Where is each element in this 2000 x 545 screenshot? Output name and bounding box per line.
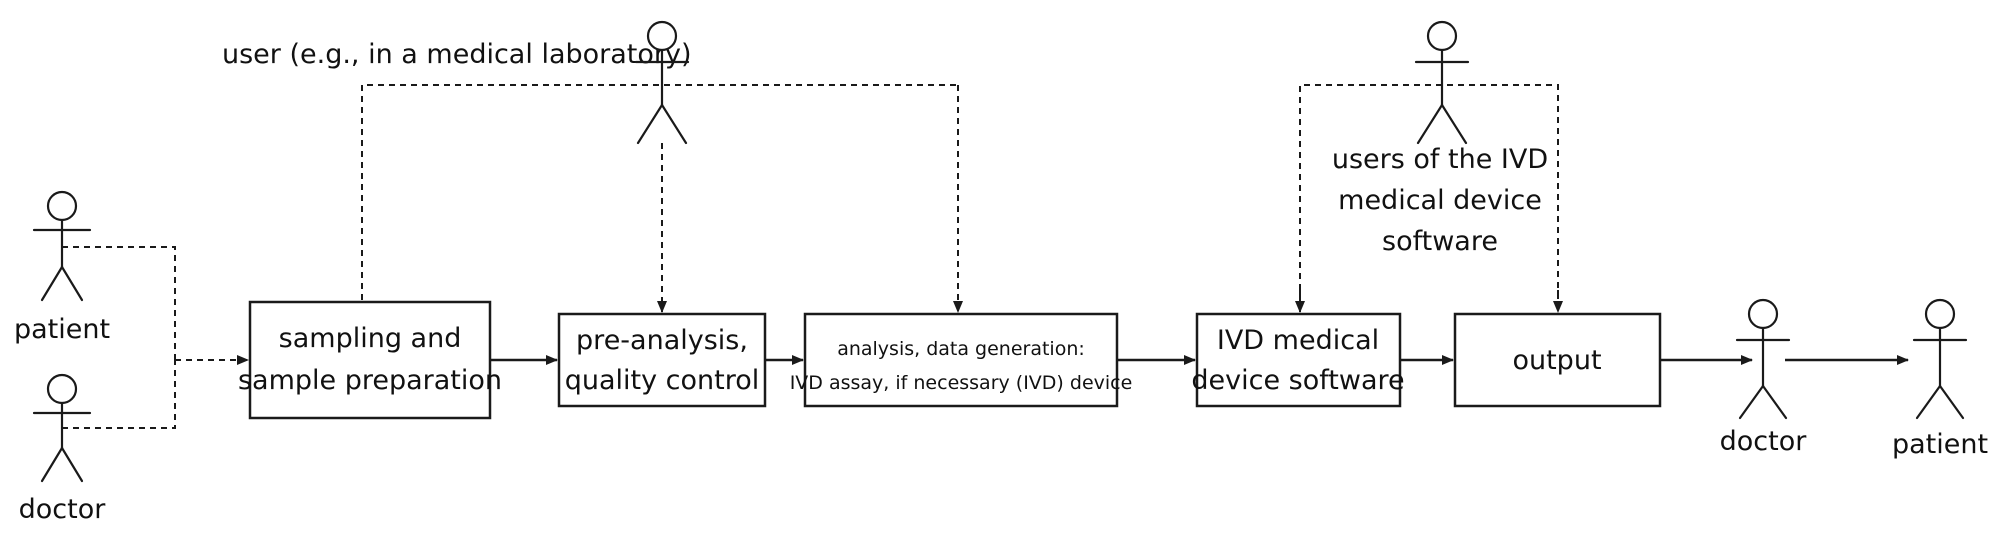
patient-right-label: patient <box>1892 429 1988 460</box>
actor-lab-user: user (e.g., in a medical laboratory) <box>222 20 692 145</box>
process-box-sampling: sampling and sample preparation <box>238 300 502 420</box>
software-users-bracket <box>1299 84 1559 312</box>
process-box-preanalysis: pre-analysis, quality control <box>557 312 767 408</box>
software-users-label-line-1: users of the IVD <box>1332 144 1548 175</box>
software-label-line-1: IVD medical <box>1217 325 1379 356</box>
preanalysis-label-line-2: quality control <box>565 365 760 396</box>
stick-figure-icon <box>32 373 92 483</box>
output-label: output <box>1512 345 1601 376</box>
preanalysis-label-line-1: pre-analysis, <box>576 325 748 356</box>
software-users-label-line-3: software <box>1382 226 1498 257</box>
doctor-left-label: doctor <box>19 494 107 525</box>
actor-patient-left: patient <box>14 190 110 345</box>
stick-figure-icon <box>1912 298 1968 420</box>
stick-figure-icon <box>32 190 92 302</box>
process-box-software: IVD medical device software <box>1191 312 1405 408</box>
doctor-right-label: doctor <box>1720 426 1808 457</box>
stick-figure-icon <box>634 20 690 145</box>
software-label-line-2: device software <box>1191 365 1404 396</box>
lab-user-bracket <box>361 84 958 300</box>
stick-figure-icon <box>1735 298 1791 420</box>
software-users-label-line-2: medical device <box>1338 185 1542 216</box>
sampling-label-line-2: sample preparation <box>238 365 502 396</box>
sampling-label-line-1: sampling and <box>279 323 462 354</box>
doctor-connector <box>62 360 176 429</box>
actor-doctor-left: doctor <box>19 373 107 525</box>
stick-figure-icon <box>1414 20 1470 145</box>
actor-patient-right: patient <box>1892 298 1988 460</box>
analysis-label-line-1: analysis, data generation: <box>837 338 1085 360</box>
actor-software-users: users of the IVD medical device software <box>1332 20 1548 257</box>
analysis-label-line-2: IVD assay, if necessary (IVD) device <box>790 372 1133 394</box>
patient-left-label: patient <box>14 314 110 345</box>
actor-doctor-right: doctor <box>1720 298 1808 457</box>
process-box-output: output <box>1453 312 1662 408</box>
lab-user-label: user (e.g., in a medical laboratory) <box>222 39 692 70</box>
patient-connector <box>62 246 176 360</box>
dashed-connectors <box>62 84 1563 429</box>
process-box-analysis: analysis, data generation: IVD assay, if… <box>790 312 1133 408</box>
